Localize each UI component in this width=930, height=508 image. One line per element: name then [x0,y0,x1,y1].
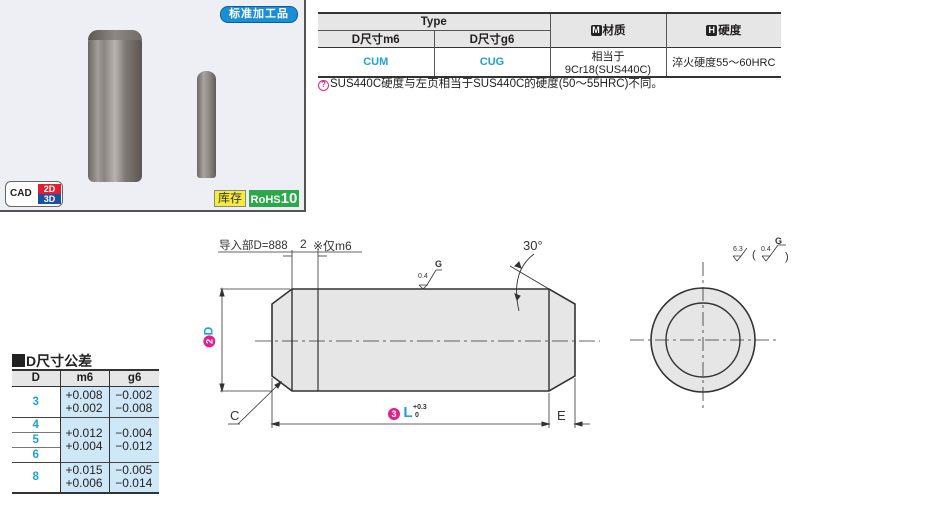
cad-3d-link[interactable]: 3D [38,194,61,204]
g6-lower: −0.012 [115,438,153,453]
l-tol-lower: 0 [415,412,419,419]
m6-upper: +0.012 [65,425,103,440]
pin-side-view [271,288,576,392]
col-m6-header: m6 [59,369,110,387]
dimension-l: 3 L [388,404,413,421]
pin-end-view [650,287,756,393]
table-row: 3 +0.008+0.002 −0.002−0.008 [12,385,159,417]
dimension-d-number-icon: 2 [203,335,216,348]
cad-2d-link[interactable]: 2D [38,184,61,194]
m6-lower: +0.004 [65,438,103,453]
table-row: 5 [12,431,159,447]
paren-open: ( [752,249,756,261]
g6-lower: −0.008 [115,400,153,415]
dowel-pin-small-image [197,71,216,178]
m6-tolerance: +0.008+0.002 [59,385,110,417]
d-value: 8 [12,461,60,494]
col-m6-header: D尺寸m6 [318,29,435,47]
rohs-label: RoHS [250,194,281,206]
col-g6-header: g6 [109,369,159,387]
cad-download-button[interactable]: CAD 2D 3D [5,181,63,207]
type-code-cum[interactable]: CUM [318,46,435,78]
roughness-side-value: 0.4 [418,273,428,280]
m6-tolerance: +0.012+0.004 [59,416,110,462]
m6-lower: +0.006 [65,476,103,491]
roughness-side-grade: G [435,259,443,269]
rohs-badge: RoHS10 [249,190,299,207]
col-g6-header: D尺寸g6 [433,29,550,47]
m6-upper: +0.008 [65,387,103,402]
g6-upper: −0.005 [115,463,153,478]
d-value: 5 [12,431,60,447]
hardness-icon: H [706,25,718,37]
material-header-label: 材质 [602,25,626,38]
dimension-l-number-icon: 3 [388,408,400,420]
note-text: SUS440C硬度与左页相当于SUS440C的硬度(50～55HRC)不同。 [330,78,663,90]
material-value: 相当于9Cr18(SUS440C) [549,46,667,78]
type-code-cug[interactable]: CUG [433,46,551,78]
table-row: 6 [12,446,159,462]
tolerance-title-text: D尺寸公差 [26,353,93,369]
lead-in-length: 2 [300,237,307,251]
g6-lower: −0.014 [115,476,153,491]
roughness-end-value-2: 0.4 [761,246,771,253]
type-header: Type [318,12,551,30]
g6-upper: −0.002 [115,387,153,402]
hardness-header-label: 硬度 [718,25,742,38]
dimension-c: C [230,408,240,423]
dimension-d: 2D [201,326,216,348]
hardness-value: 淬火硬度55～60HRC [665,46,781,78]
chamfer-angle: 30° [523,238,543,253]
col-d-header: D [12,369,60,387]
g6-tolerance: −0.005−0.014 [109,461,159,494]
stock-badge: 库存 [214,190,246,207]
table-row: CUM CUG 相当于9Cr18(SUS440C) 淬火硬度55～60HRC [318,46,781,78]
product-photo-panel: 标准加工品 CAD 2D 3D 库存 RoHS10 [0,0,306,212]
dimension-e: E [557,408,566,423]
m6-only-note: ※仅m6 [313,239,352,253]
d-value: 4 [12,416,60,432]
m6-tolerance: +0.015+0.006 [59,461,110,494]
dimension-d-label: D [201,326,216,336]
m6-upper: +0.015 [65,463,103,478]
dimension-l-tolerance: +0.3 0 [413,404,427,420]
d-value: 6 [12,446,60,462]
tolerance-title: D尺寸公差 [12,351,92,371]
standard-product-badge: 标准加工品 [220,6,298,23]
paren-close: ) [785,251,789,263]
dimension-l-label: L [403,404,413,421]
g6-tolerance: −0.004−0.012 [109,416,159,462]
table-row: 8 +0.015+0.006 −0.005−0.014 [12,461,159,494]
table-row: 4 +0.012+0.004 −0.004−0.012 [12,416,159,462]
dowel-pin-large-image [88,30,142,182]
g6-upper: −0.004 [115,425,153,440]
g6-tolerance: −0.002−0.008 [109,385,159,417]
roughness-end-value-1: 6.3 [733,246,743,253]
cad-label: CAD [10,188,32,199]
roughness-end-grade: G [775,236,783,246]
rohs-number: 10 [280,190,298,207]
m6-lower: +0.002 [65,400,103,415]
lead-in-label: 导入部D=888 [219,240,288,252]
hardness-note: ?SUS440C硬度与左页相当于SUS440C的硬度(50～55HRC)不同。 [318,75,663,91]
caution-icon: ? [318,80,329,91]
l-tol-upper: +0.3 [413,404,427,411]
d-value: 3 [12,385,60,417]
square-bullet-icon [12,354,25,367]
tolerance-table: D m6 g6 3 +0.008+0.002 −0.002−0.008 4 +0… [12,369,159,494]
material-icon: M [590,25,602,37]
